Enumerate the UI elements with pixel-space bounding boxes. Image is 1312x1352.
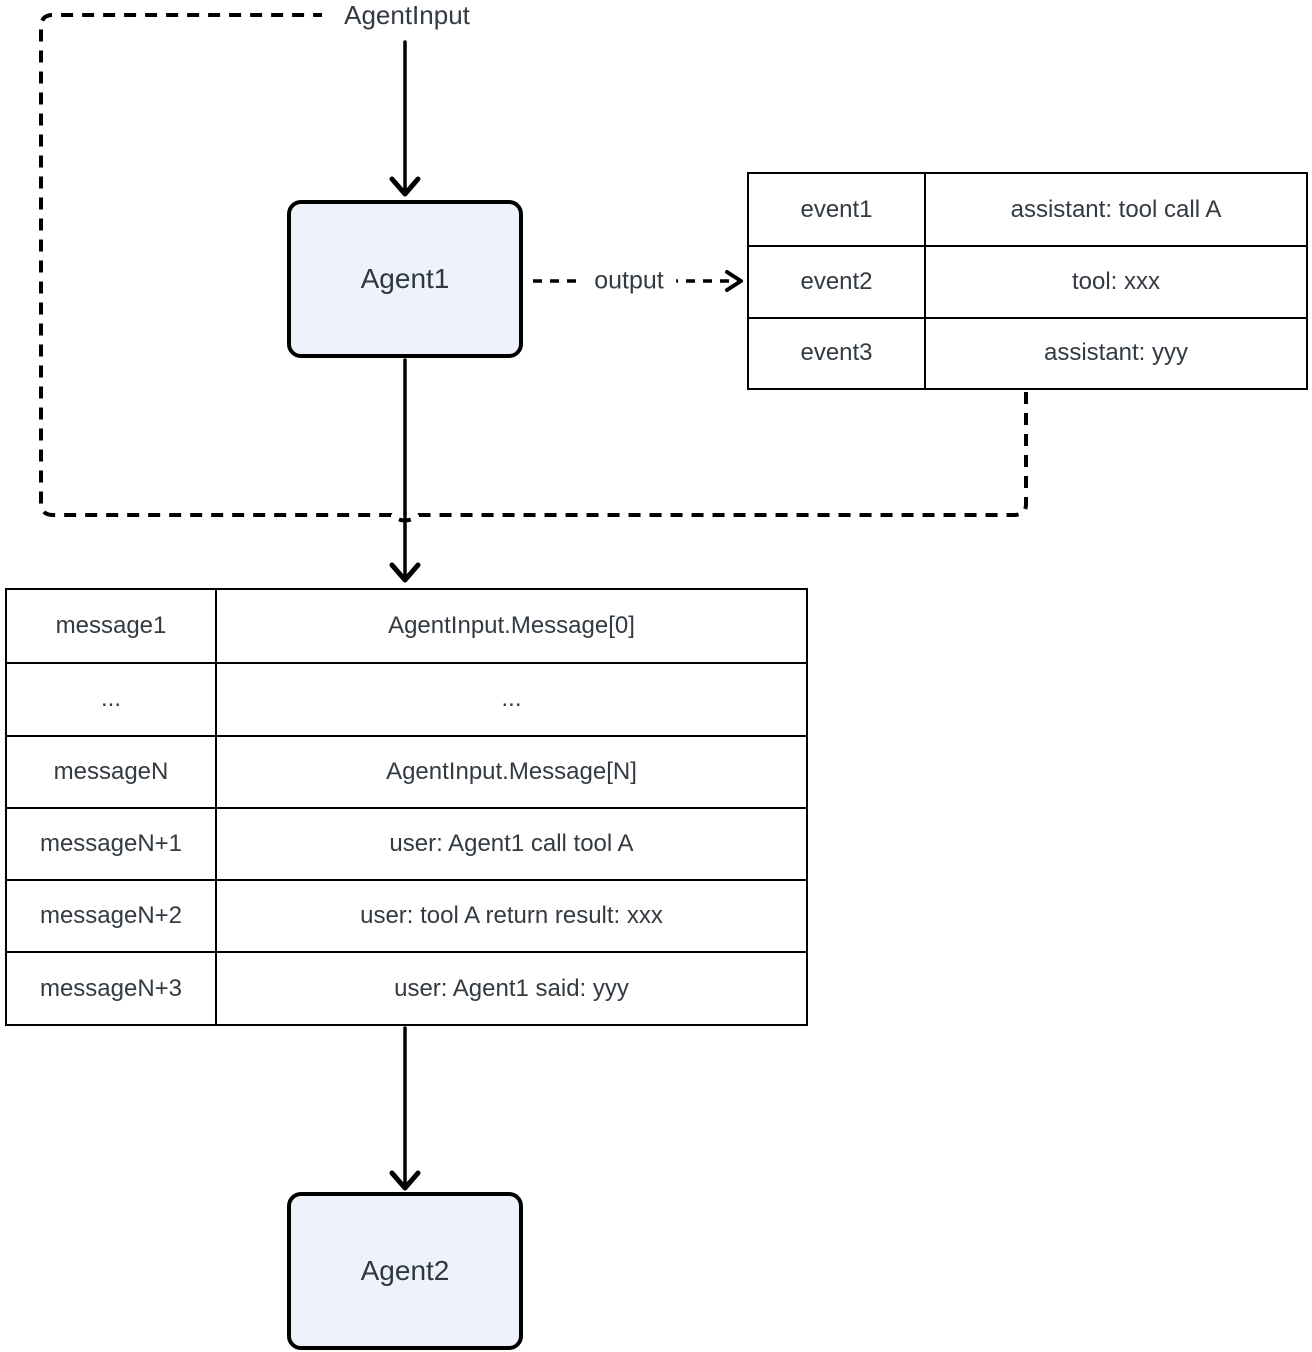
event-table-cell: event3 <box>749 316 924 388</box>
message-table-cell: message1 <box>55 612 167 640</box>
event-table-cell: event2 <box>749 245 924 316</box>
message-table-cell: user: Agent1 said: yyy <box>215 951 806 1024</box>
agent2-node-label: Agent2 <box>360 1255 450 1286</box>
message-table-cell: user: Agent1 call tool A <box>215 806 806 880</box>
message-table-cell: messageN <box>7 734 215 807</box>
event-table-cell: assistant: tool call A <box>924 174 1306 246</box>
message-table-cell: AgentInput.Message[N] <box>215 734 806 807</box>
message-table-cell: messageN+3 <box>7 951 215 1023</box>
dashed-loop-events-to-agentinput <box>39 13 1028 523</box>
message-table-cell: ... <box>215 662 806 735</box>
message-table-cell: messageN+2 <box>7 879 215 951</box>
event-table: event1 assistant: tool call A event2 too… <box>747 172 1308 390</box>
dashed-arrow-output <box>533 270 743 292</box>
output-edge-label: output <box>582 264 676 298</box>
arrow-message-table-to-agent2 <box>389 1026 421 1191</box>
arrow-agentinput-to-agent1 <box>389 40 421 197</box>
event-table-cell: assistant: yyy <box>924 316 1306 388</box>
agentinput-label: AgentInput <box>344 0 470 30</box>
message-table: message1 AgentInput.Message[0] ... ... m… <box>5 588 808 1026</box>
event-table-cell: event1 <box>800 195 873 223</box>
agent2-node[interactable]: Agent2 <box>287 1192 523 1350</box>
message-table-cell: ... <box>7 662 215 734</box>
arrow-agent1-to-message-table <box>389 358 421 583</box>
message-table-cell: user: tool A return result: xxx <box>215 879 806 952</box>
message-table-cell: messageN+1 <box>7 806 215 879</box>
event-table-cell: tool: xxx <box>924 245 1306 317</box>
agent1-node-label: Agent1 <box>360 263 450 294</box>
agent1-node[interactable]: Agent1 <box>287 200 523 358</box>
message-table-cell: AgentInput.Message[0] <box>215 590 806 663</box>
